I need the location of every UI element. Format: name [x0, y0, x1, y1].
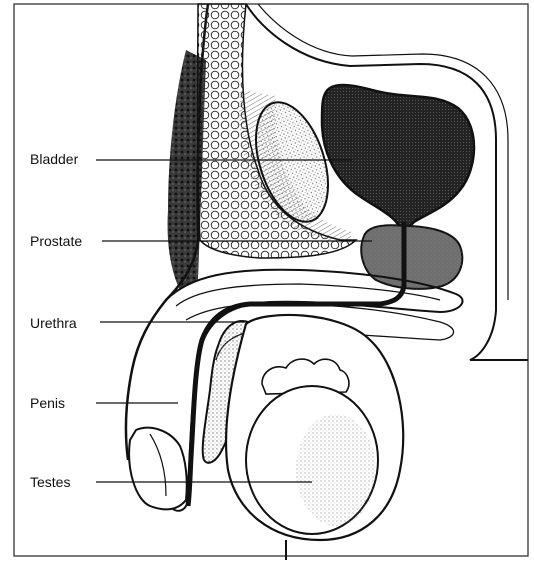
label-testes: Testes	[30, 474, 70, 490]
label-prostate: Prostate	[30, 233, 82, 249]
label-bladder: Bladder	[30, 151, 78, 167]
label-penis: Penis	[30, 395, 65, 411]
label-urethra: Urethra	[30, 315, 77, 331]
